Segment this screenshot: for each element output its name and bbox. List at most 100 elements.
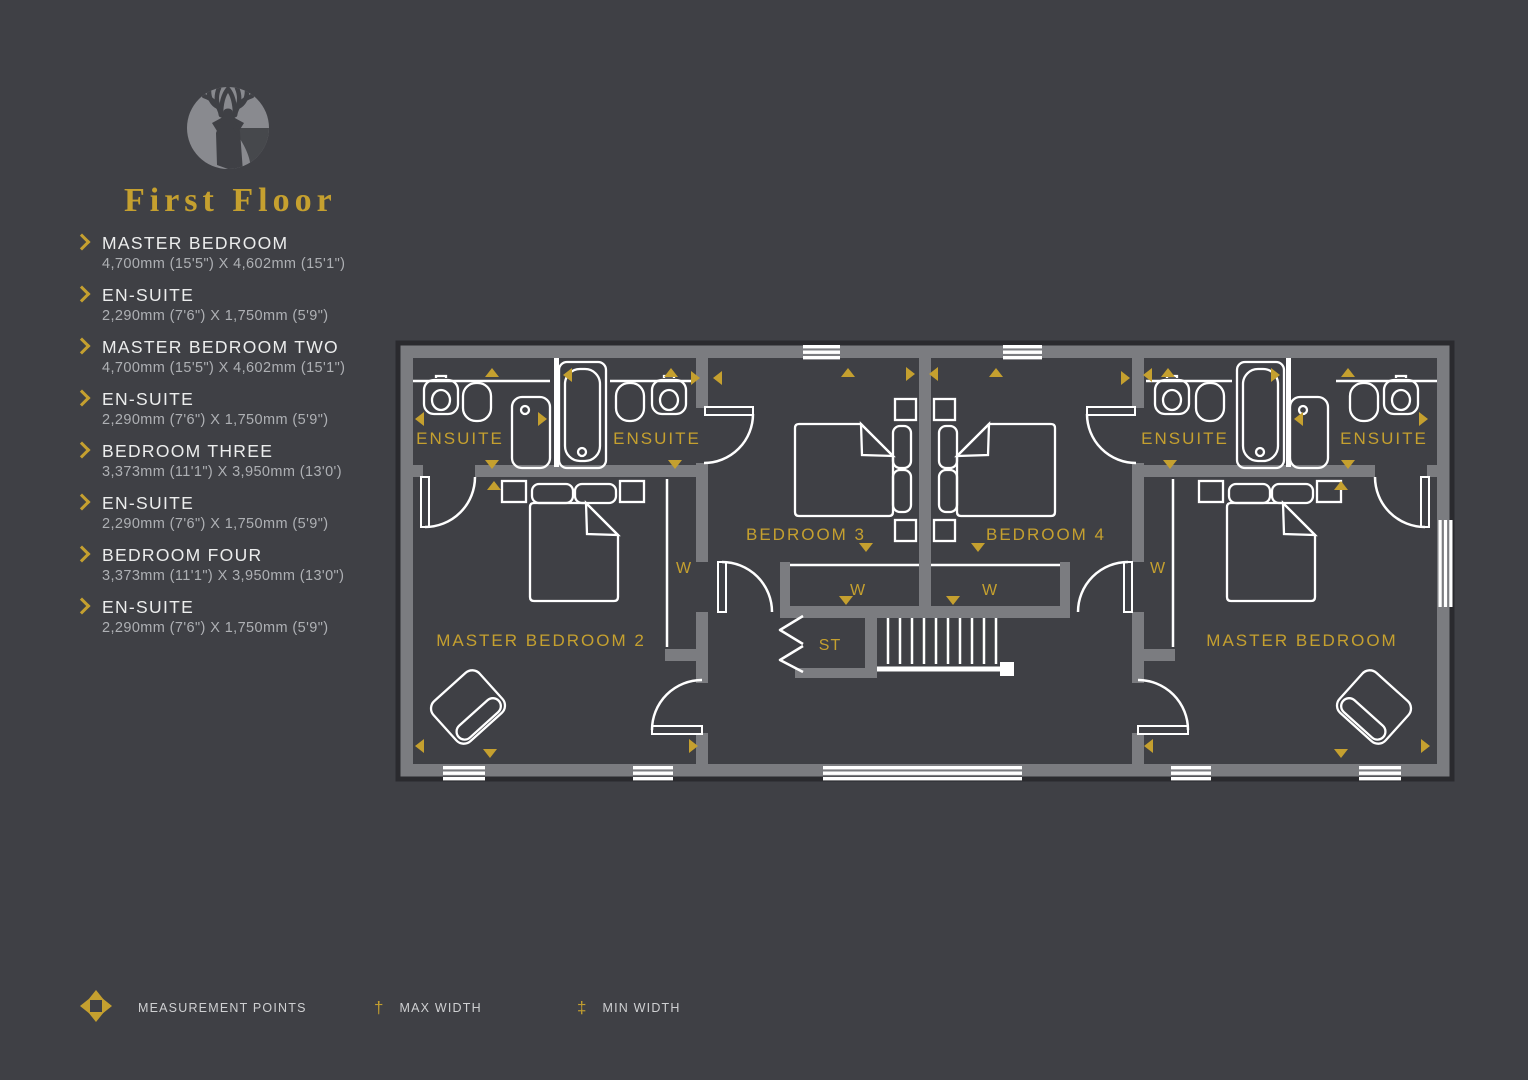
room-label: MASTER BEDROOM 2 xyxy=(436,631,646,650)
door-master-bedroom-2 xyxy=(650,678,703,735)
measurement-arrow-icon xyxy=(859,543,873,552)
measurement-arrow-icon xyxy=(1334,749,1348,758)
window-icon xyxy=(1359,766,1401,781)
measurement-arrow-icon xyxy=(906,367,915,381)
measurement-arrow-icon xyxy=(485,460,499,469)
measurement-arrow-icon xyxy=(1419,412,1428,426)
room-dims: 2,290mm (7'6") X 1,750mm (5'9") xyxy=(102,308,329,324)
window-icon xyxy=(633,766,673,781)
room-label: MASTER BEDROOM xyxy=(1206,631,1397,650)
measurement-points-icon xyxy=(78,988,114,1029)
measurement-arrow-icon xyxy=(1341,460,1355,469)
measurement-arrow-icon xyxy=(1421,739,1430,753)
bed-icon xyxy=(793,397,918,543)
storage-label: ST xyxy=(819,637,841,654)
measurement-arrow-icon xyxy=(1341,368,1355,377)
measurement-arrow-icon xyxy=(668,460,682,469)
room-list-item: EN-SUITE 2,290mm (7'6") X 1,750mm (5'9") xyxy=(70,596,390,639)
room-name: EN-SUITE xyxy=(102,597,195,617)
shower-icon xyxy=(510,395,552,470)
measurement-arrow-icon xyxy=(713,371,722,385)
window-icons xyxy=(443,345,1453,781)
measurement-arrow-icon xyxy=(415,739,424,753)
room-list-item: BEDROOM FOUR 3,373mm (11'1") X 3,950mm (… xyxy=(70,544,390,587)
beds xyxy=(500,397,1343,603)
measurement-arrow-icon xyxy=(485,368,499,377)
window-icon xyxy=(803,345,840,360)
legend: MEASUREMENT POINTS † MAX WIDTH ‡ MIN WID… xyxy=(0,984,1528,1044)
room-name: MASTER BEDROOM xyxy=(102,233,289,253)
dagger-icon: † xyxy=(374,998,384,1017)
wardrobe-label: W xyxy=(982,582,998,599)
room-name: BEDROOM THREE xyxy=(102,441,274,461)
measurement-arrow-icon xyxy=(563,368,572,382)
room-label: BEDROOM 4 xyxy=(986,525,1106,544)
measurement-arrow-icon xyxy=(1163,460,1177,469)
measurement-arrow-icon xyxy=(1271,368,1280,382)
window-icon xyxy=(1003,345,1042,360)
room-label: ENSUITE xyxy=(1340,429,1428,448)
page-title: First Floor xyxy=(124,182,337,219)
legend-label: MAX WIDTH xyxy=(399,1001,482,1015)
measurement-arrow-icon xyxy=(1143,368,1152,382)
door-bedroom-4 xyxy=(1076,560,1133,613)
room-label: ENSUITE xyxy=(613,429,701,448)
window-icon xyxy=(1171,766,1211,781)
room-label: ENSUITE xyxy=(416,429,504,448)
room-list-item: MASTER BEDROOM 4,700mm (15'5") X 4,602mm… xyxy=(70,232,390,275)
bed-icon xyxy=(1197,479,1343,603)
legend-label: MEASUREMENT POINTS xyxy=(138,1001,307,1015)
room-name: MASTER BEDROOM TWO xyxy=(102,337,339,357)
measurement-arrow-icon xyxy=(989,368,1003,377)
measurement-arrow-icon xyxy=(1294,412,1303,426)
room-list-item: BEDROOM THREE 3,373mm (11'1") X 3,950mm … xyxy=(70,440,390,483)
legend-measurement-points: MEASUREMENT POINTS xyxy=(78,986,307,1030)
plan-labels: ENSUITE ENSUITE ENSUITE ENSUITE BEDROOM … xyxy=(416,429,1428,654)
door-ensuite-4 xyxy=(1373,476,1430,529)
measurement-arrow-icon xyxy=(487,481,501,490)
storage-bifold-door-icon xyxy=(778,614,804,674)
legend-min-width: ‡ MIN WIDTH xyxy=(577,986,681,1030)
door-bedroom-3 xyxy=(717,560,774,613)
room-dims: 2,290mm (7'6") X 1,750mm (5'9") xyxy=(102,620,329,636)
measurement-arrow-icon xyxy=(483,749,497,758)
door-ensuite-2 xyxy=(703,406,755,465)
measurement-arrow-icon xyxy=(415,412,424,426)
legend-max-width: † MAX WIDTH xyxy=(374,986,482,1030)
measurement-arrow-icon xyxy=(691,371,700,385)
doors xyxy=(420,406,1430,735)
window-icon xyxy=(443,766,485,781)
toilet-icon xyxy=(1382,374,1420,416)
double-dagger-icon: ‡ xyxy=(577,998,587,1017)
legend-label: MIN WIDTH xyxy=(602,1001,681,1015)
bath-icon xyxy=(1235,360,1286,470)
door-ensuite-3 xyxy=(1085,406,1137,465)
room-dims: 4,700mm (15'5") X 4,602mm (15'1") xyxy=(102,256,346,272)
measurement-arrows xyxy=(415,367,1430,758)
measurement-arrow-icon xyxy=(1121,371,1130,385)
room-label: BEDROOM 3 xyxy=(746,525,866,544)
window-icon xyxy=(1438,520,1453,607)
room-list-item: MASTER BEDROOM TWO 4,700mm (15'5") X 4,6… xyxy=(70,336,390,379)
armchair-icon xyxy=(429,669,507,745)
room-dims: 4,700mm (15'5") X 4,602mm (15'1") xyxy=(102,360,346,376)
bathroom-fixtures xyxy=(422,360,1420,470)
wardrobe-label: W xyxy=(850,582,866,599)
room-list: MASTER BEDROOM 4,700mm (15'5") X 4,602mm… xyxy=(70,232,390,648)
sink-icon xyxy=(461,381,493,423)
wardrobe-label: W xyxy=(1150,560,1166,577)
room-name: EN-SUITE xyxy=(102,285,195,305)
sink-icon xyxy=(1348,381,1380,423)
sink-icon xyxy=(1194,381,1226,423)
measurement-arrow-icon xyxy=(839,596,853,605)
room-name: EN-SUITE xyxy=(102,493,195,513)
measurement-arrow-icon xyxy=(1334,481,1348,490)
stag-logo-icon xyxy=(173,73,283,183)
toilet-icon xyxy=(422,374,460,416)
window-icon xyxy=(823,766,1022,781)
room-list-item: EN-SUITE 2,290mm (7'6") X 1,750mm (5'9") xyxy=(70,388,390,431)
measurement-arrow-icon xyxy=(946,596,960,605)
armchairs xyxy=(429,669,1413,745)
room-dims: 2,290mm (7'6") X 1,750mm (5'9") xyxy=(102,412,329,428)
